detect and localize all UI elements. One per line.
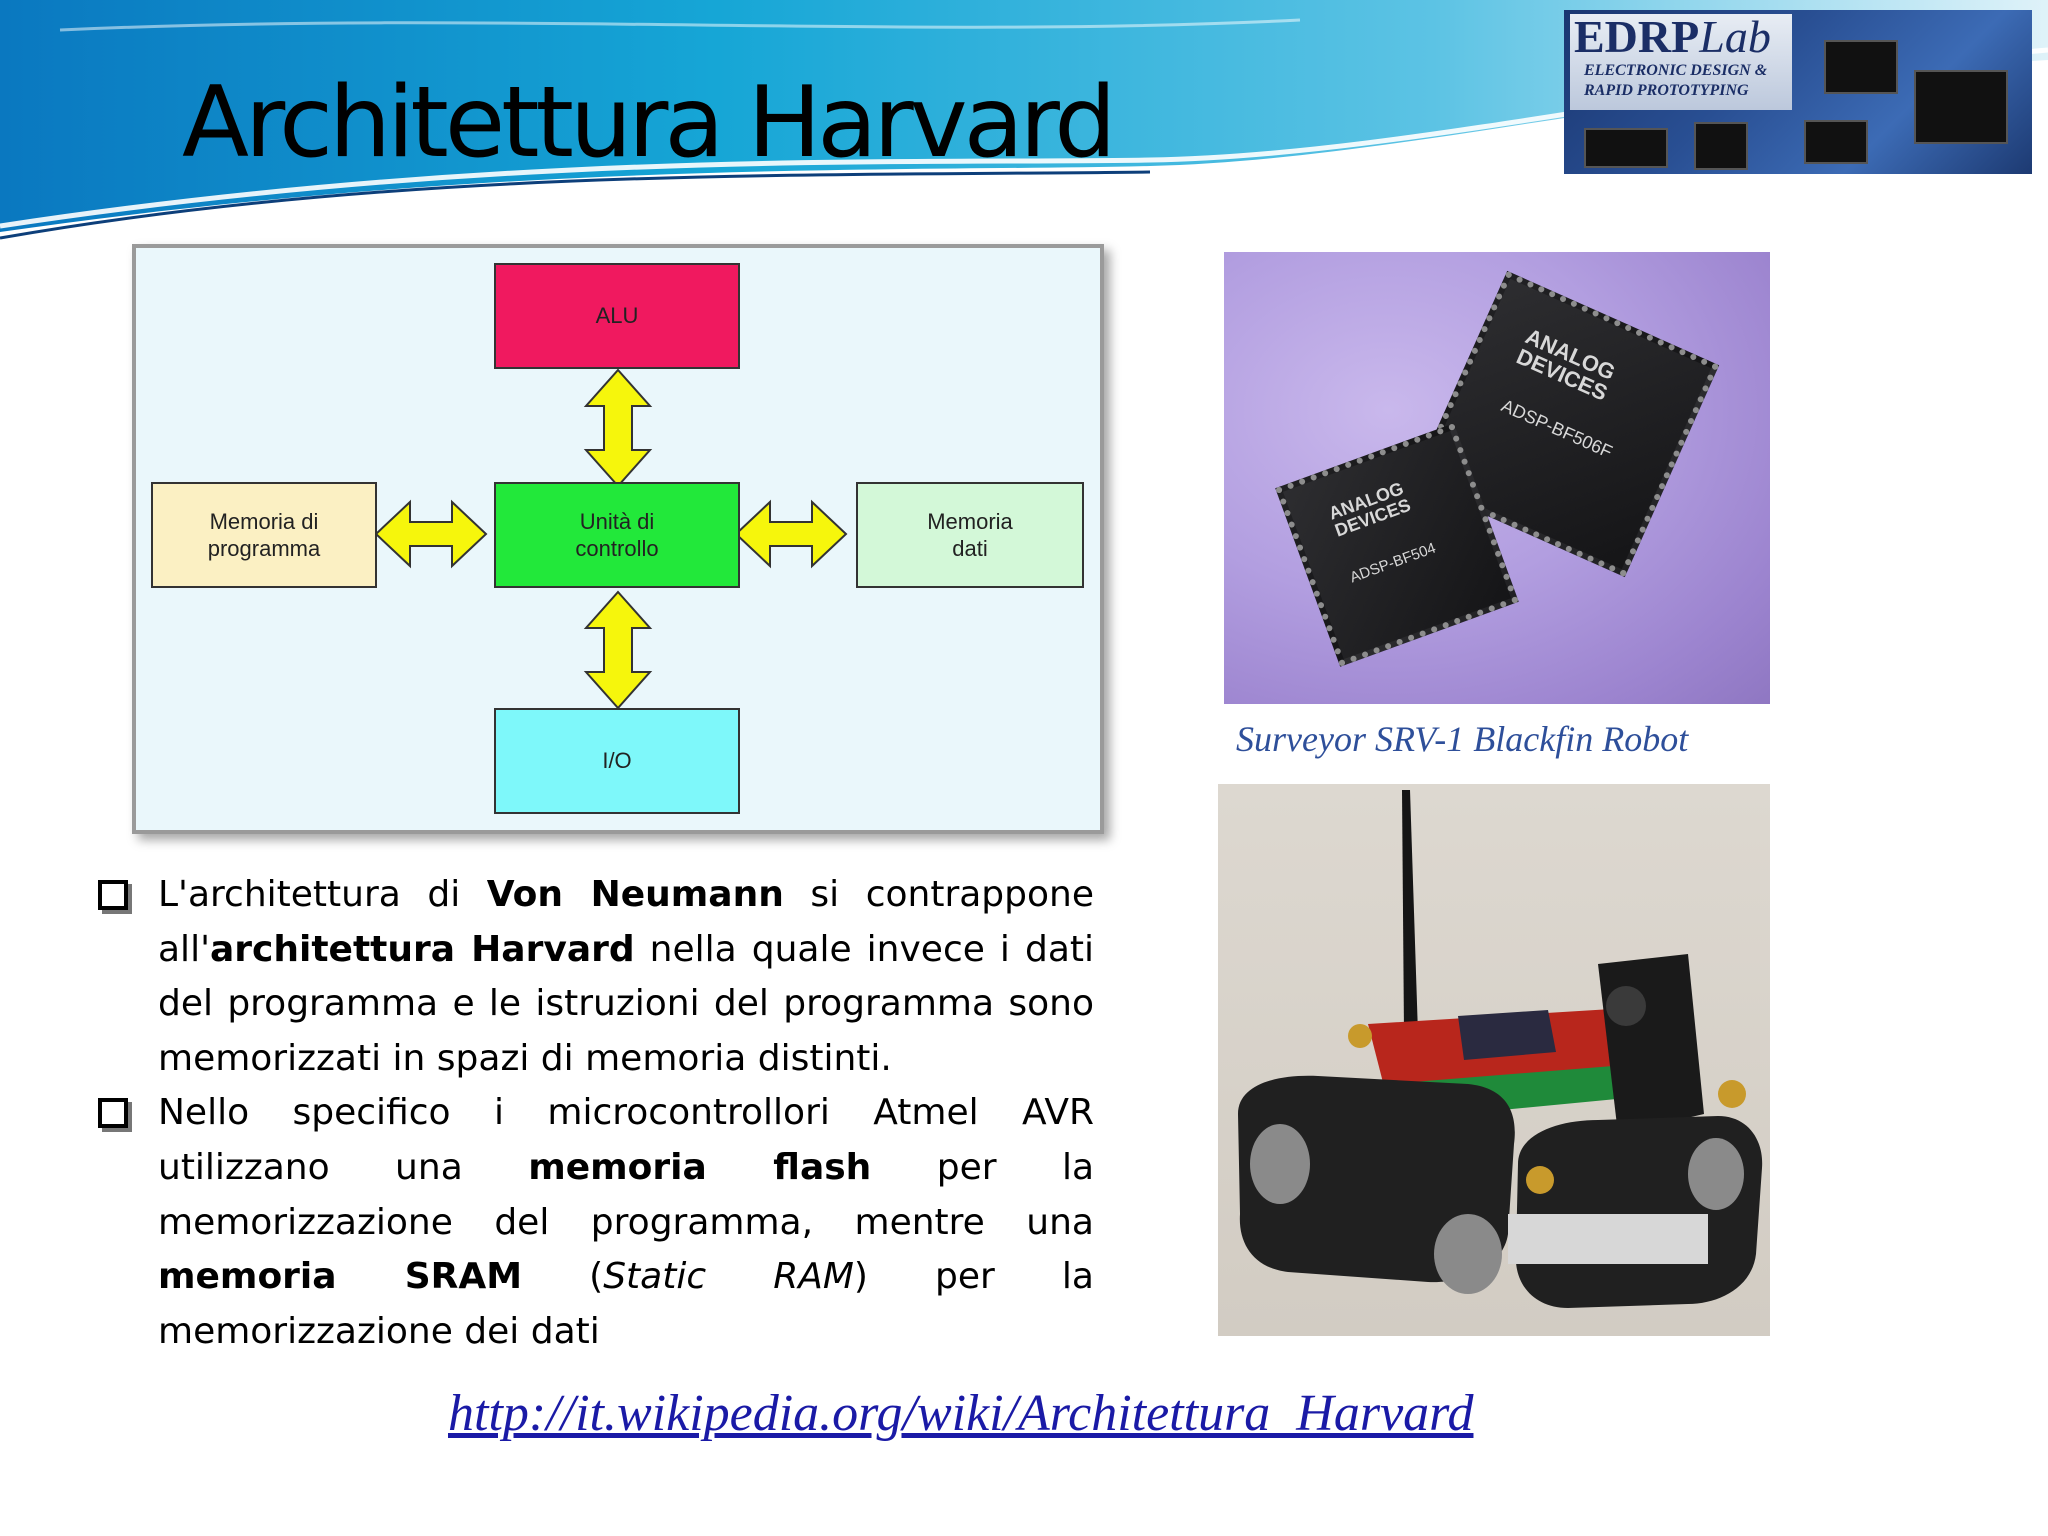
chip-small-model: ADSP-BF504: [1347, 539, 1439, 587]
plain-text-run: nella quale invece i dati del programma …: [158, 928, 1094, 1079]
logo-plate: [1570, 14, 1792, 110]
plain-text-run: si contrappone all': [158, 874, 1094, 970]
robot-caption: Surveyor SRV-1 Blackfin Robot: [1236, 719, 1689, 759]
chip-small-brand: ANALOG DEVICES: [1325, 478, 1414, 541]
brass-knob-shape: [1526, 1166, 1554, 1194]
plain-text-run: L'architettura di: [158, 874, 487, 915]
wheel-shape: [1434, 1214, 1502, 1294]
chip-large-model: ADSP-BF506F: [1498, 395, 1616, 463]
base-plate-shape: [1508, 1214, 1708, 1264]
bold-text-run: memoria flash: [528, 1146, 872, 1188]
io-label: I/O: [602, 748, 632, 774]
arrow-control-data: [734, 499, 848, 569]
diagram-arrows: [374, 368, 848, 710]
bold-text-run: architettura Harvard: [209, 928, 635, 970]
bullet-text-1: L'architettura di Von Neumann si contrap…: [158, 874, 1094, 1079]
analog-devices-chips-photo: ANALOG DEVICES ADSP-BF506F ANALOG DEVICE…: [1224, 252, 1770, 704]
bullet-text-2: Nello specifico i microcontrollori Atmel…: [158, 1092, 1094, 1351]
data-memory-label: Memoria dati: [927, 508, 1013, 562]
bold-text-run: memoria SRAM: [158, 1256, 523, 1298]
diagram-data-memory-box: Memoria dati: [856, 482, 1084, 588]
robot-illustration: [1238, 790, 1763, 1308]
camera-lens-shape: [1606, 986, 1646, 1026]
plain-text-run: per la memorizzazione del programma, men…: [158, 1146, 1095, 1243]
checkbox-bullet-icon: [98, 1098, 128, 1129]
diagram-alu-box: ALU: [494, 263, 740, 369]
program-memory-label: Memoria di programma: [207, 508, 321, 562]
arrow-control-io: [583, 590, 653, 710]
plain-text-run: ) per la memorizzazione dei dati: [158, 1256, 1094, 1352]
bracket-shape: [1598, 954, 1704, 1134]
antenna-shape: [1402, 790, 1418, 1034]
wheel-shape: [1250, 1124, 1310, 1204]
diagram-io-box: I/O: [494, 708, 740, 814]
arrow-alu-control: [583, 368, 653, 488]
arrow-program-control: [374, 499, 488, 569]
logo-subtitle-line2: RAPID PROTOTYPING: [1584, 82, 1749, 99]
plain-text-run: Nello specifico i microcontrollori Atmel…: [158, 1092, 1094, 1188]
logo-subtitle-line1: ELECTRONIC DESIGN &: [1584, 62, 1768, 79]
camera-module-shape: [1458, 1010, 1556, 1060]
checkbox-bullet-icon: [98, 880, 128, 910]
chip-large-brand: ANALOG DEVICES: [1512, 323, 1620, 406]
diagram-control-unit-box: Unità di controllo: [494, 482, 740, 588]
bullet-item-2: Nello specifico i microcontrollori Atmel…: [94, 1086, 1094, 1359]
logo-brand: EDRPLab: [1574, 14, 1771, 60]
bullet-list: L'architettura di Von Neumann si contrap…: [94, 868, 1094, 1359]
slide-title: Architettura Harvard: [182, 66, 1116, 180]
harvard-architecture-diagram: ALU Unità di controllo Memoria di progra…: [132, 244, 1104, 834]
logo-brand-main: EDRP: [1574, 11, 1700, 62]
control-unit-label: Unità di controllo: [575, 508, 659, 562]
brass-knob-shape: [1718, 1080, 1746, 1108]
alu-label: ALU: [595, 303, 639, 329]
bullet-item-1: L'architettura di Von Neumann si contrap…: [94, 868, 1094, 1086]
brass-knob-shape: [1348, 1024, 1372, 1048]
bold-text-run: Von Neumann: [486, 874, 784, 915]
wheel-shape: [1688, 1138, 1744, 1210]
surveyor-robot-photo: [1218, 784, 1770, 1336]
diagram-program-memory-box: Memoria di programma: [151, 482, 377, 588]
wikipedia-link[interactable]: http://it.wikipedia.org/wiki/Architettur…: [448, 1385, 1474, 1442]
logo-brand-italic: Lab: [1699, 11, 1771, 62]
plain-text-run: (: [522, 1256, 604, 1298]
edrplab-logo: EDRPLab ELECTRONIC DESIGN & RAPID PROTOT…: [1564, 10, 2032, 174]
italic-text-run: Static RAM: [603, 1256, 854, 1298]
arrow-group: [374, 368, 848, 710]
